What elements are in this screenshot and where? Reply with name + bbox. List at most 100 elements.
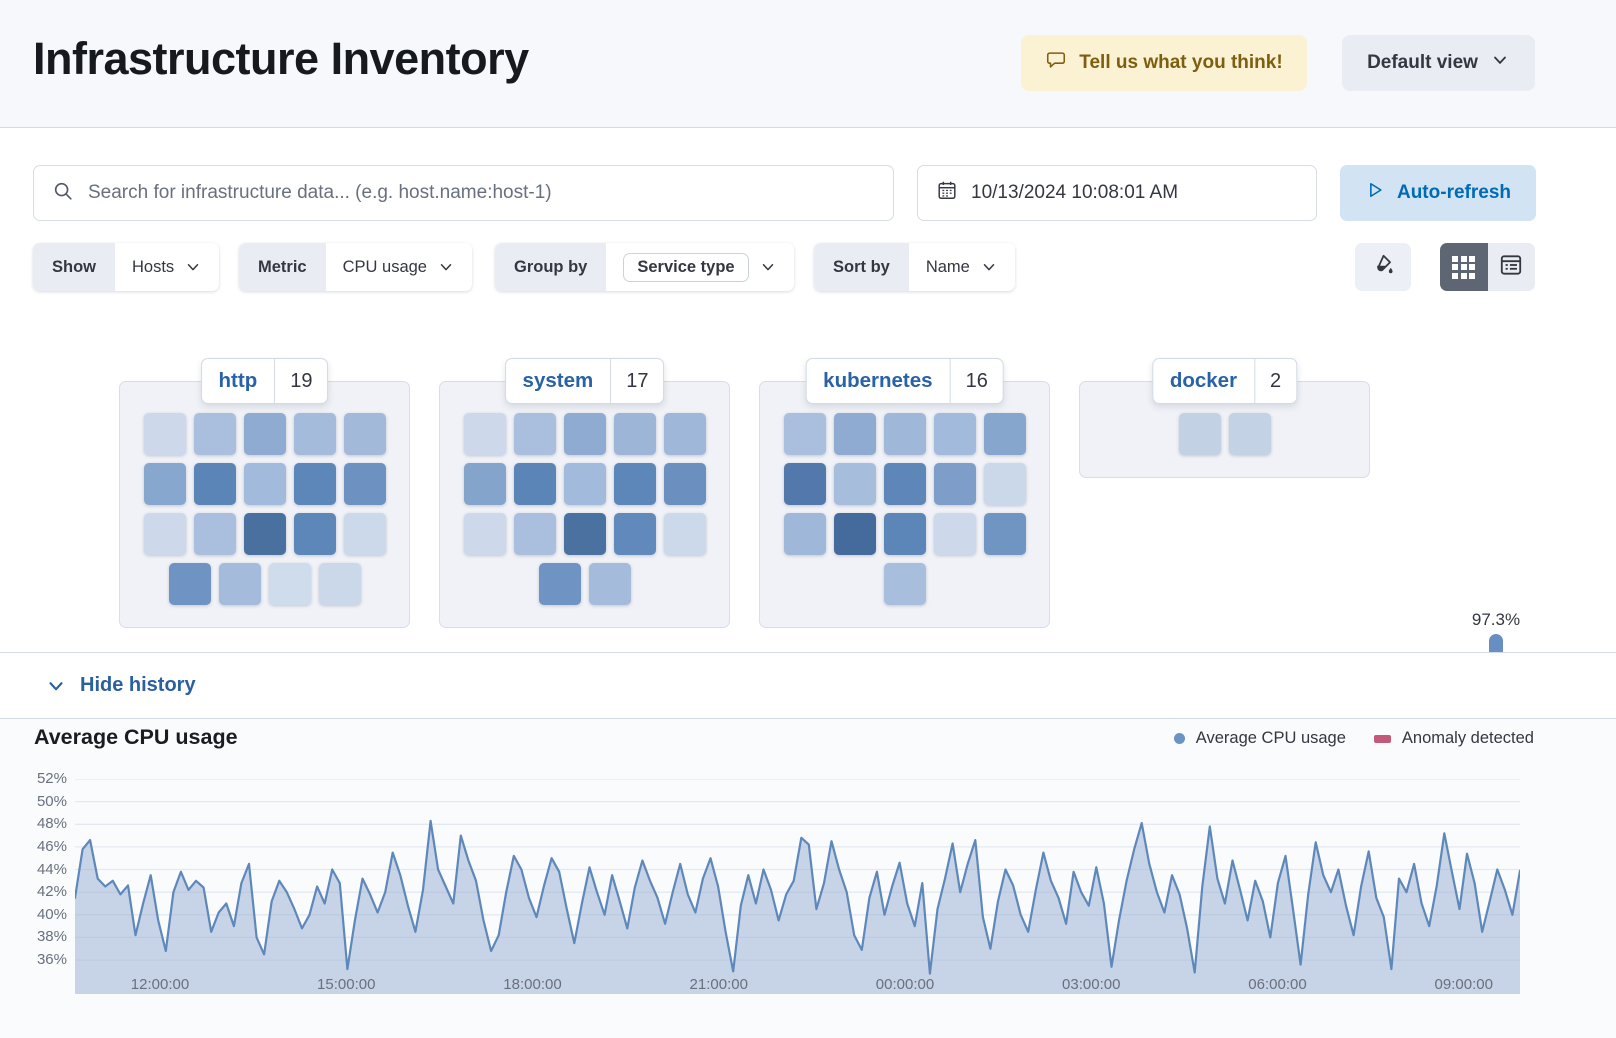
group-name-link[interactable]: system [522,369,594,392]
host-square[interactable] [143,513,186,555]
host-square[interactable] [833,413,876,455]
group-by-filter-dropdown[interactable]: Service type [606,243,793,291]
host-square[interactable] [933,513,976,555]
host-square[interactable] [563,513,606,555]
host-square[interactable] [883,413,926,455]
table-view-icon [1498,252,1524,283]
group-name-link[interactable]: docker [1169,369,1238,392]
host-square[interactable] [293,463,336,505]
show-filter-dropdown[interactable]: Hosts [115,243,219,291]
y-axis-tick-label: 44% [36,860,67,878]
host-square[interactable] [1178,413,1221,455]
hide-history-link[interactable]: Hide history [45,674,196,697]
search-input[interactable] [88,182,875,204]
metric-filter-value: CPU usage [342,257,427,276]
host-square[interactable] [463,463,506,505]
host-square[interactable] [783,463,826,505]
x-axis-tick-label: 06:00:00 [1248,976,1307,993]
group-count: 2 [1270,369,1282,392]
host-square[interactable] [983,413,1026,455]
host-square[interactable] [563,463,606,505]
group-count: 17 [626,369,649,392]
badge-divider [610,359,612,403]
host-square[interactable] [883,563,926,605]
host-square[interactable] [463,413,506,455]
show-filter: Show Hosts [33,243,220,291]
host-square[interactable] [783,513,826,555]
host-square[interactable] [143,413,186,455]
color-palette-button[interactable] [1355,243,1411,291]
host-square[interactable] [343,513,386,555]
host-square[interactable] [833,463,876,505]
host-square[interactable] [983,463,1026,505]
legend-item[interactable]: Anomaly detected [1373,729,1534,748]
chevron-down-icon [762,264,773,271]
host-square[interactable] [663,513,706,555]
group-name-link[interactable]: http [218,369,258,392]
host-square[interactable] [513,463,556,505]
metric-filter-dropdown[interactable]: CPU usage [326,243,472,291]
host-square[interactable] [663,463,706,505]
page-title: Infrastructure Inventory [33,33,529,84]
host-square[interactable] [193,463,236,505]
host-square[interactable] [193,513,236,555]
host-square[interactable] [538,563,581,605]
badge-divider [949,359,951,403]
host-square[interactable] [168,563,211,605]
host-square[interactable] [613,513,656,555]
host-square[interactable] [463,513,506,555]
host-square[interactable] [933,413,976,455]
host-square[interactable] [513,413,556,455]
host-square[interactable] [1228,413,1271,455]
host-square[interactable] [293,413,336,455]
y-axis-tick-label: 36% [36,951,67,969]
legend-dot-icon [1173,733,1185,744]
date-picker[interactable]: 10/13/2024 10:08:01 AM [917,165,1317,221]
host-square[interactable] [268,563,311,605]
host-square[interactable] [883,463,926,505]
x-axis-tick-label: 00:00:00 [875,976,935,993]
paint-bucket-icon [1370,252,1396,283]
host-square[interactable] [243,513,286,555]
badge-divider [1254,359,1256,403]
host-square[interactable] [983,513,1026,555]
view-mode-toggle [1440,243,1535,291]
host-square[interactable] [513,513,556,555]
host-square[interactable] [343,413,386,455]
sort-by-filter-dropdown[interactable]: Name [909,243,1015,291]
legend-item[interactable]: Average CPU usage [1173,729,1346,748]
auto-refresh-button[interactable]: Auto-refresh [1340,165,1536,221]
play-icon [1365,180,1385,206]
group-name-link[interactable]: kubernetes [823,369,933,392]
host-square[interactable] [343,463,386,505]
show-filter-label: Show [33,243,115,291]
metric-filter-label: Metric [239,243,326,291]
host-square[interactable] [833,513,876,555]
host-square[interactable] [663,413,706,455]
view-selector-button[interactable]: Default view [1342,35,1535,91]
y-axis-tick-label: 40% [36,905,67,923]
group-by-filter-label: Group by [495,243,607,291]
host-square[interactable] [588,563,631,605]
host-square[interactable] [218,563,261,605]
host-square[interactable] [933,463,976,505]
host-square[interactable] [613,413,656,455]
host-square[interactable] [783,413,826,455]
host-square[interactable] [193,413,236,455]
host-square[interactable] [293,513,336,555]
host-square[interactable] [243,463,286,505]
host-square[interactable] [613,463,656,505]
map-view-toggle[interactable] [1440,243,1488,291]
host-square[interactable] [563,413,606,455]
host-square[interactable] [243,413,286,455]
metric-filter: Metric CPU usage [239,243,472,291]
host-square[interactable] [883,513,926,555]
cpu-usage-area-chart [73,778,1522,994]
chevron-down-icon [187,264,199,271]
feedback-button[interactable]: Tell us what you think! [1021,35,1307,91]
host-square[interactable] [318,563,361,605]
host-square[interactable] [143,463,186,505]
table-view-toggle[interactable] [1487,243,1535,291]
